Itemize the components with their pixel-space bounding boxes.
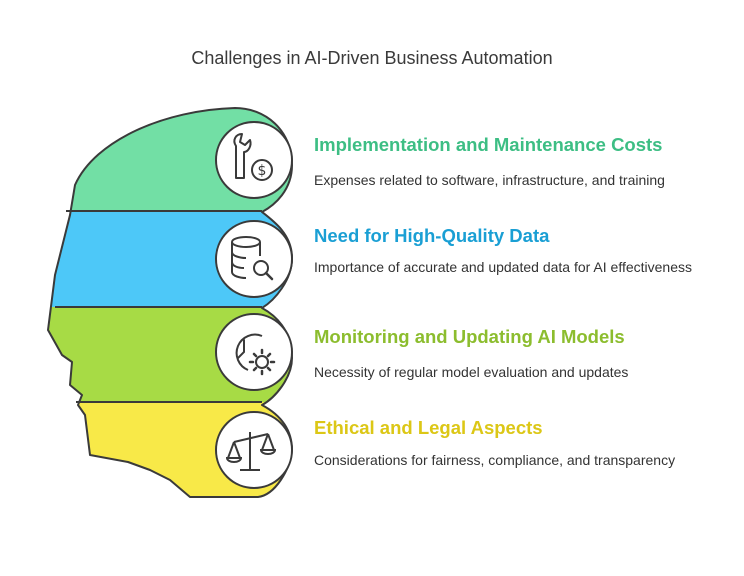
desc-ethics: Considerations for fairness, compliance,…: [314, 452, 676, 468]
desc-costs: Expenses related to software, infrastruc…: [314, 172, 665, 188]
svg-text:$: $: [258, 163, 267, 179]
desc-data: Importance of accurate and updated data …: [314, 259, 692, 275]
page-title: Challenges in AI-Driven Business Automat…: [191, 48, 553, 68]
desc-monitoring: Necessity of regular model evaluation an…: [314, 364, 629, 380]
database-search-icon: [215, 220, 293, 298]
heading-data: Need for High-Quality Data: [314, 225, 550, 246]
clock-gear-icon: [215, 313, 293, 391]
scales-icon: [215, 411, 293, 489]
heading-costs: Implementation and Maintenance Costs: [314, 134, 663, 155]
heading-ethics: Ethical and Legal Aspects: [314, 417, 543, 438]
wrench-dollar-icon: $: [215, 121, 293, 199]
heading-monitoring: Monitoring and Updating AI Models: [314, 326, 625, 347]
